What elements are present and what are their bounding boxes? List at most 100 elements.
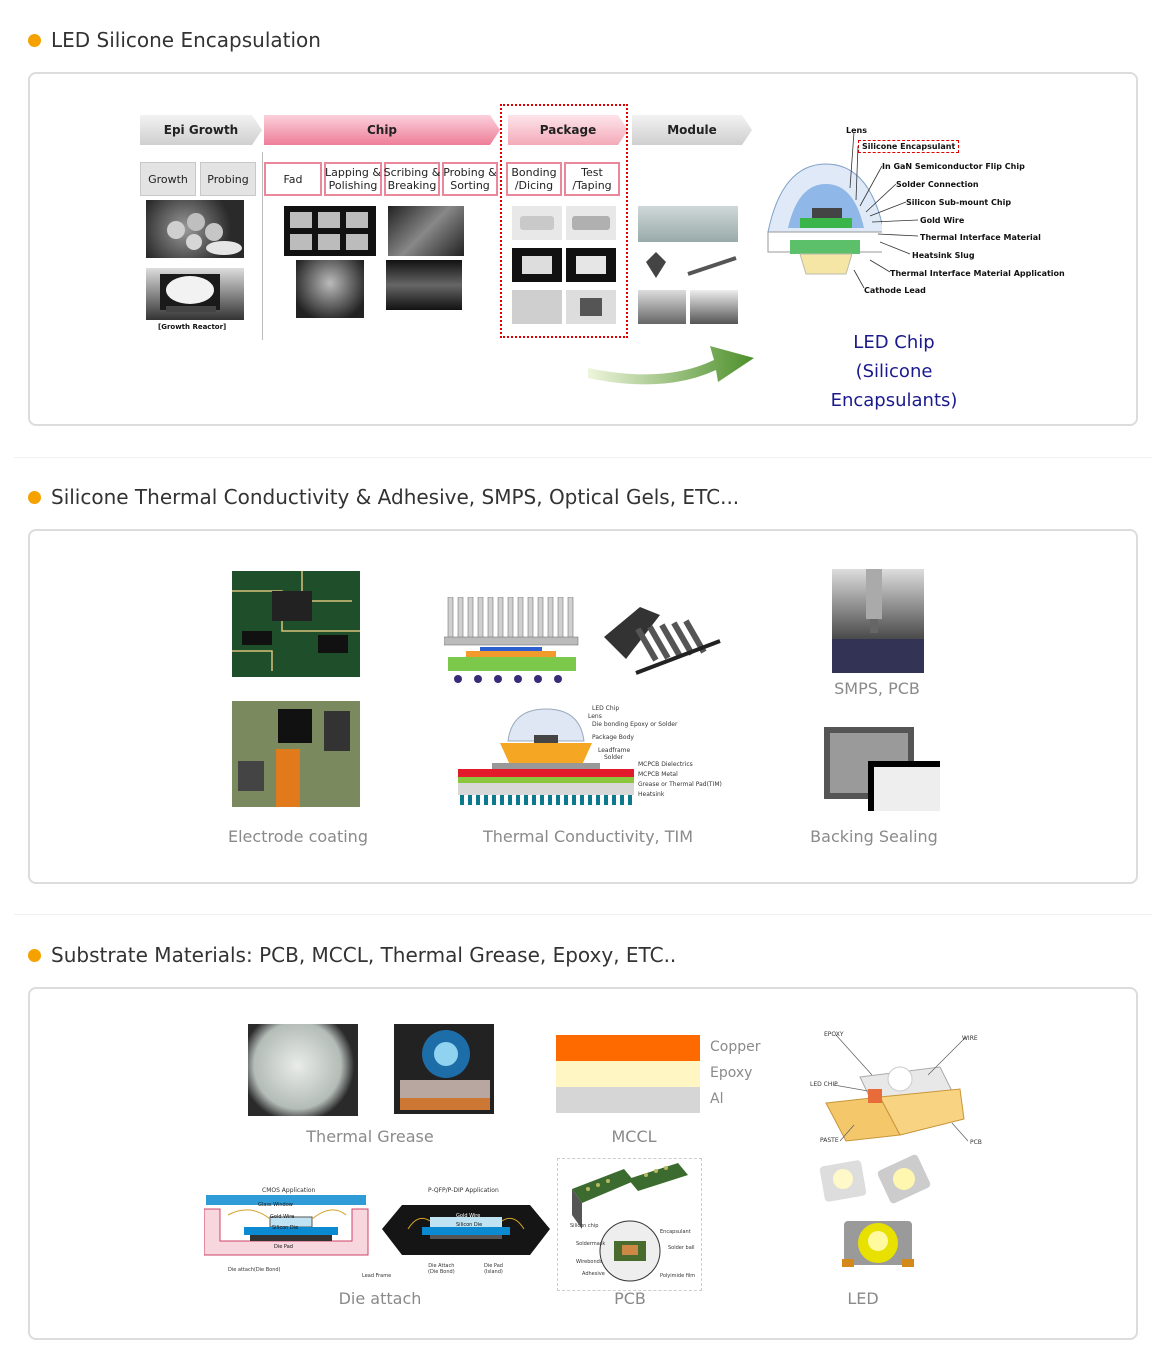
led-label-tim-app: Thermal Interface Material Application [890, 269, 1065, 278]
chip-probe-image [386, 260, 462, 310]
smps-photo [832, 569, 924, 673]
mccl-label-epoxy: Epoxy [710, 1065, 753, 1081]
thermal-grease-photo-2 [394, 1024, 494, 1114]
led-diag-label-paste: PASTE [820, 1137, 839, 1144]
module-image-1 [638, 206, 738, 242]
led-label-heatsink: Heatsink Slug [912, 251, 975, 260]
stage-package-arrow [508, 115, 628, 145]
led-label-flip-chip: In GaN Semiconductor Flip Chip [882, 162, 1025, 171]
led-diag-label-wire: WIRE [962, 1035, 978, 1042]
cmos-label-glass: Glass Window [258, 1202, 293, 1208]
led-diag-label-pcb: PCB [970, 1139, 982, 1146]
pcb-diagram-frame [557, 1158, 702, 1291]
step-growth: Growth [140, 162, 196, 196]
pqfp-label-die-pad: Die Pad (Island) [484, 1263, 503, 1275]
stage-module: Module [667, 123, 717, 137]
stage-epi-arrow [140, 115, 262, 145]
caption-electrode-coating: Electrode coating [228, 827, 368, 846]
chip-scribe-image [388, 206, 464, 256]
section-title-substrate: Substrate Materials: PCB, MCCL, Thermal … [28, 943, 676, 967]
tim-label-led-chip: LED Chip [592, 705, 620, 712]
caption-smps-pcb: SMPS, PCB [834, 679, 920, 698]
mccl-label-al: Al [710, 1091, 724, 1107]
tim-label-lens: Lens [588, 713, 602, 720]
section-title-led: LED Silicone Encapsulation [28, 28, 321, 52]
step-fad: Fad [264, 162, 322, 196]
cmos-label-wire: Gold Wire [270, 1214, 295, 1220]
chip-3d-image [296, 260, 364, 318]
tim-label-dielectrics: MCPCB Dielectrics [638, 761, 693, 768]
caption-die-attach: Die attach [338, 1289, 422, 1308]
stage-chip: Chip [366, 123, 398, 137]
led-photo [816, 1149, 938, 1277]
pcb-label-silicon-chip: Silicon chip [570, 1223, 599, 1229]
module-image-2 [638, 248, 738, 282]
cmos-diagram [204, 1195, 369, 1256]
mccl-epoxy-layer [556, 1061, 700, 1087]
cmos-label-pad: Die Pad [274, 1244, 293, 1250]
tim-led-diagram [458, 708, 634, 805]
pcb-label-polyimide: Polyimide film [660, 1273, 696, 1279]
stage-epi-growth: Epi Growth [163, 123, 239, 137]
cmos-title: CMOS Application [262, 1187, 316, 1194]
led-label-solder: Solder Connection [896, 180, 979, 189]
led-label-cathode: Cathode Lead [864, 286, 926, 295]
growth-reactor-image [146, 268, 244, 320]
step-lapping: Lapping & Polishing [324, 162, 382, 196]
divider [262, 152, 263, 340]
led-label-submount: Silicon Sub-mount Chip [906, 198, 1012, 207]
led-cross-section-diagram [767, 163, 882, 275]
backing-sealing-photo [822, 725, 942, 813]
substrate-panel: Thermal Grease Copper Epoxy Al MCCL EPOX… [28, 987, 1138, 1340]
caption-mccl: MCCL [611, 1127, 657, 1146]
stage-chip-arrow [264, 115, 500, 145]
tim-label-leadframe: Leadframe [598, 747, 631, 754]
stage-module-arrow [632, 115, 752, 145]
pcb-label-adhesive: Adhesive [582, 1271, 605, 1277]
growth-reactor-caption: [Growth Reactor] [158, 323, 227, 331]
package-image-2 [566, 206, 616, 240]
bullet-dot-icon [28, 948, 41, 962]
module-image-4 [690, 290, 738, 324]
led-diag-label-epoxy: EPOXY [824, 1031, 844, 1038]
section-separator [14, 914, 1152, 915]
cmos-label-die: Silicon Die [272, 1225, 299, 1231]
chip-wafer-image [284, 206, 376, 256]
module-image-3 [638, 290, 686, 324]
green-arrow-icon [588, 346, 754, 385]
stage-arrows [140, 115, 752, 145]
mccl-label-copper: Copper [710, 1039, 761, 1055]
led-diag-label-chip: LED CHIP [810, 1081, 838, 1088]
section-title-thermal: Silicone Thermal Conductivity & Adhesive… [28, 485, 739, 509]
bullet-dot-icon [28, 490, 41, 504]
pcb-label-encapsulant: Encapsulant [660, 1229, 691, 1235]
package-image-3 [512, 248, 562, 282]
led-encapsulation-panel: Epi Growth Chip Package Module Growth Pr… [28, 72, 1138, 426]
led-chip-caption-line2: (Silicone Encapsulants) [830, 361, 958, 411]
pqfp-title: P-QFP/P-DIP Application [428, 1187, 499, 1194]
pqfp-label-die-attach: Die Attach (Die Bond) [428, 1263, 455, 1275]
tim-label-grease: Grease or Thermal Pad(TIM) [638, 781, 722, 788]
thermal-grease-photo-1 [248, 1024, 358, 1116]
led-leader-lines [849, 131, 919, 289]
tim-label-solder: Solder [604, 754, 624, 761]
pqfp-label-die: Silicon Die [456, 1222, 483, 1228]
heatsink-photo [596, 597, 724, 679]
package-image-6 [566, 290, 616, 324]
package-image-1 [512, 206, 562, 240]
thermal-panel: Electrode coating LED Chip Lens Die bond… [28, 529, 1138, 884]
section-separator [14, 457, 1152, 458]
tim-label-package-body: Package Body [592, 734, 634, 741]
cmos-label-die-attach: Die attach(Die Bond) [228, 1267, 281, 1273]
pqfp-diagram [382, 1205, 550, 1255]
circuit-board-image-1 [232, 571, 360, 677]
mccl-copper-layer [556, 1035, 700, 1061]
bullet-dot-icon [28, 33, 41, 47]
pcb-label-solder-ball: Solder ball [668, 1245, 695, 1251]
wafer-image [146, 200, 244, 258]
step-probing: Probing [200, 162, 256, 196]
caption-pcb: PCB [614, 1289, 646, 1308]
step-scribing: Scribing & Breaking [384, 162, 440, 196]
caption-thermal-tim: Thermal Conductivity, TIM [482, 827, 693, 846]
step-probing-sorting: Probing & Sorting [442, 162, 498, 196]
